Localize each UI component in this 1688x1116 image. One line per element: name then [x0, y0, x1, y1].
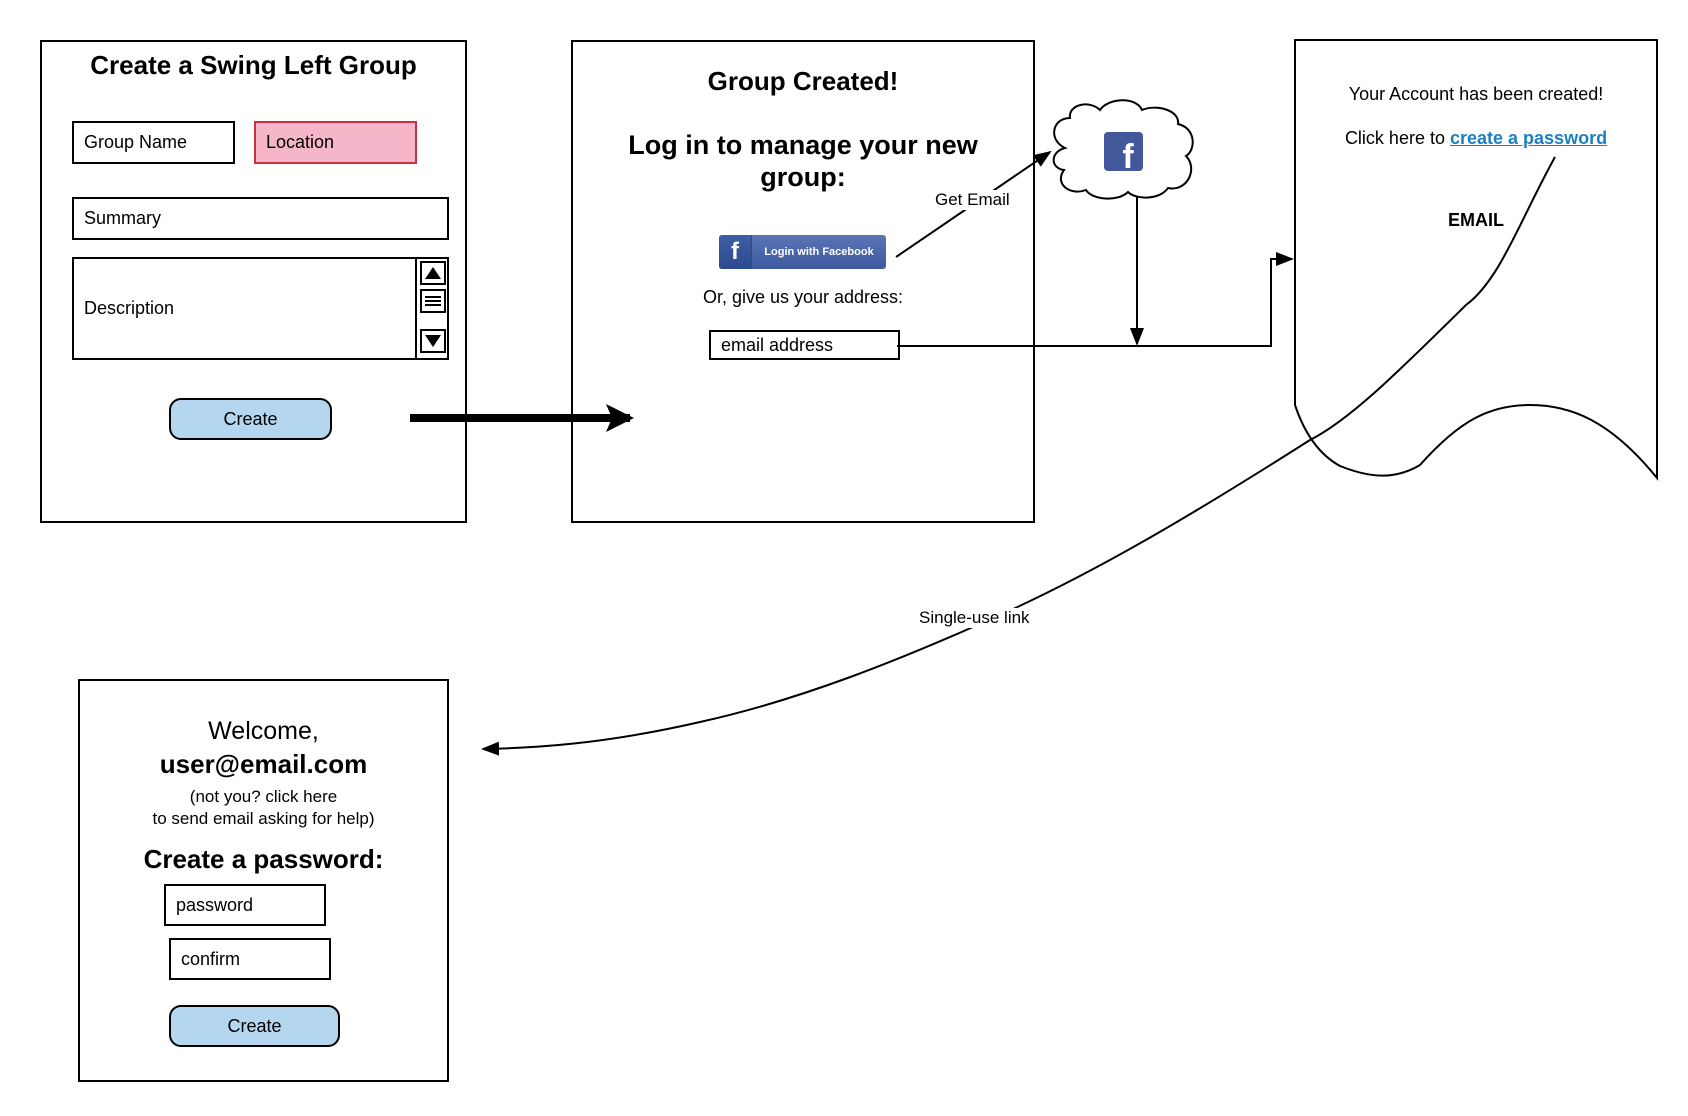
- description-scrollbar[interactable]: [415, 257, 449, 360]
- user-email: user@email.com: [159, 749, 368, 779]
- create-password-button[interactable]: Create: [169, 1005, 340, 1047]
- login-with-facebook-button[interactable]: f Login with Facebook: [719, 235, 886, 269]
- login-heading-line2: group:: [760, 162, 846, 192]
- alt-prompt: Or, give us your address:: [702, 287, 904, 307]
- create-password-line: Click here to create a password: [1295, 128, 1657, 149]
- location-field[interactable]: Location: [254, 121, 417, 164]
- cloud-shape: [1052, 99, 1194, 200]
- description-placeholder: Description: [84, 298, 175, 318]
- account-created-text: Your Account has been created!: [1348, 84, 1604, 104]
- grip-lines-icon: [425, 296, 441, 306]
- summary-field[interactable]: Summary: [72, 197, 449, 240]
- welcome-text: Welcome,: [208, 717, 319, 745]
- scroll-down-button[interactable]: [420, 329, 446, 353]
- triangle-up-icon: [425, 267, 441, 279]
- password-field[interactable]: password: [164, 884, 326, 926]
- facebook-f-icon: f: [719, 235, 752, 269]
- create-password-heading: Create a password:: [143, 844, 384, 874]
- facebook-button-label: Login with Facebook: [764, 246, 874, 258]
- create-group-panel: Create a Swing Left Group Group Name Loc…: [40, 40, 467, 523]
- confirm-password-field[interactable]: confirm: [169, 938, 331, 980]
- create-group-button[interactable]: Create: [169, 398, 332, 440]
- create-password-prefix: Click here to: [1344, 128, 1450, 148]
- cloud-facebook-glyph: f: [1122, 138, 1134, 176]
- get-email-label: Get Email: [933, 190, 1012, 210]
- scroll-up-button[interactable]: [420, 261, 446, 285]
- login-heading-line1: Log in to manage your new: [628, 130, 978, 160]
- triangle-down-icon: [425, 335, 441, 347]
- create-group-title: Create a Swing Left Group: [90, 50, 417, 80]
- cloud-facebook-icon-bg: [1104, 132, 1143, 171]
- not-you-help-line1[interactable]: (not you? click here: [189, 787, 338, 806]
- scroll-thumb[interactable]: [420, 289, 446, 313]
- group-name-field[interactable]: Group Name: [72, 121, 235, 164]
- email-address-field[interactable]: email address: [709, 330, 900, 360]
- group-created-title: Group Created!: [707, 66, 899, 96]
- email-label: EMAIL: [1448, 210, 1504, 230]
- description-field[interactable]: Description: [72, 257, 449, 360]
- group-created-panel: Group Created! Log in to manage your new…: [571, 40, 1035, 523]
- email-document: Your Account has been created! Click her…: [1295, 40, 1657, 440]
- not-you-help-line2[interactable]: to send email asking for help): [152, 809, 375, 828]
- single-use-link-label: Single-use link: [917, 608, 1032, 628]
- create-password-link[interactable]: create a password: [1449, 128, 1608, 148]
- welcome-panel: Welcome, user@email.com (not you? click …: [78, 679, 449, 1082]
